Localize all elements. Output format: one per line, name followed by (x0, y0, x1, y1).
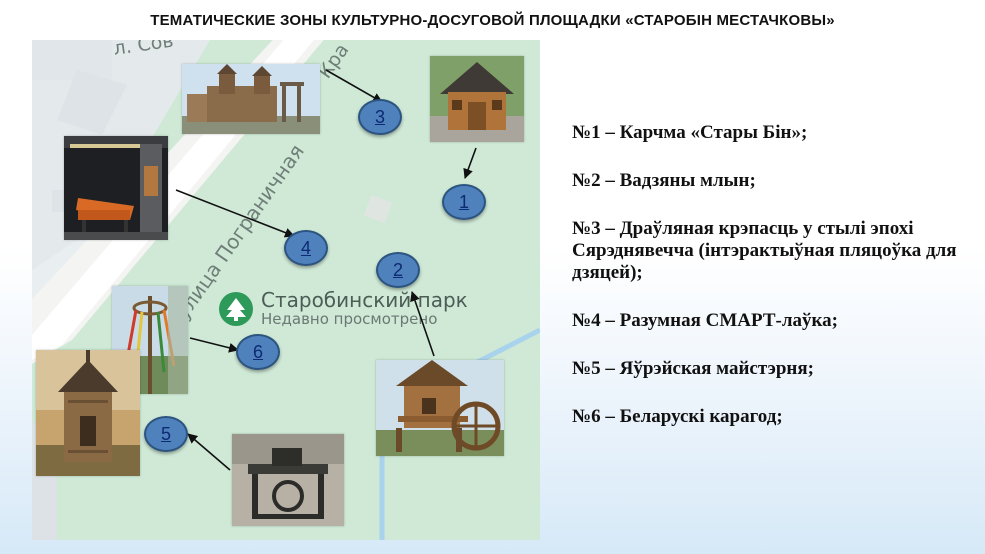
photo-workshop-machine (232, 434, 344, 526)
zone-marker-5[interactable]: 5 (144, 416, 188, 452)
park-label[interactable]: Старобинский парк Недавно просмотрено (219, 289, 468, 328)
zone-marker-2[interactable]: 2 (376, 252, 420, 288)
zone-marker-1[interactable]: 1 (442, 184, 486, 220)
photo-wooden-fortress (182, 64, 320, 134)
park-map[interactable]: л. Сов Кра улица Пограничная Старобински… (32, 40, 540, 540)
photo-wooden-hut (430, 56, 524, 142)
zone-legend: №1 – Карчма «Стары Бін»; №2 – Вадзяны мл… (572, 122, 972, 428)
photo-smart-bench (64, 136, 168, 240)
zone-marker-3[interactable]: 3 (358, 99, 402, 135)
park-subtitle: Недавно просмотрено (261, 310, 438, 328)
legend-item-5: №5 – Яўрэйская майстэрня; (572, 358, 814, 379)
legend-item-2: №2 – Вадзяны млын; (572, 170, 756, 191)
legend-item-6: №6 – Беларускі карагод; (572, 406, 783, 427)
legend-item-1: №1 – Карчма «Стары Бін»; (572, 122, 808, 143)
photo-water-mill (376, 360, 504, 456)
photo-tower-hut (36, 350, 140, 476)
legend-item-4: №4 – Разумная СМАРТ-лаўка; (572, 310, 838, 331)
park-name: Старобинский парк (261, 288, 468, 312)
zone-marker-6[interactable]: 6 (236, 334, 280, 370)
tree-pin-icon (219, 291, 253, 326)
page-title: ТЕМАТИЧЕСКИЕ ЗОНЫ КУЛЬТУРНО-ДОСУГОВОЙ ПЛ… (150, 12, 835, 29)
zone-marker-4[interactable]: 4 (284, 230, 328, 266)
legend-item-3: №3 – Драўляная крэпасць у стылі эпохі Ся… (572, 218, 957, 283)
